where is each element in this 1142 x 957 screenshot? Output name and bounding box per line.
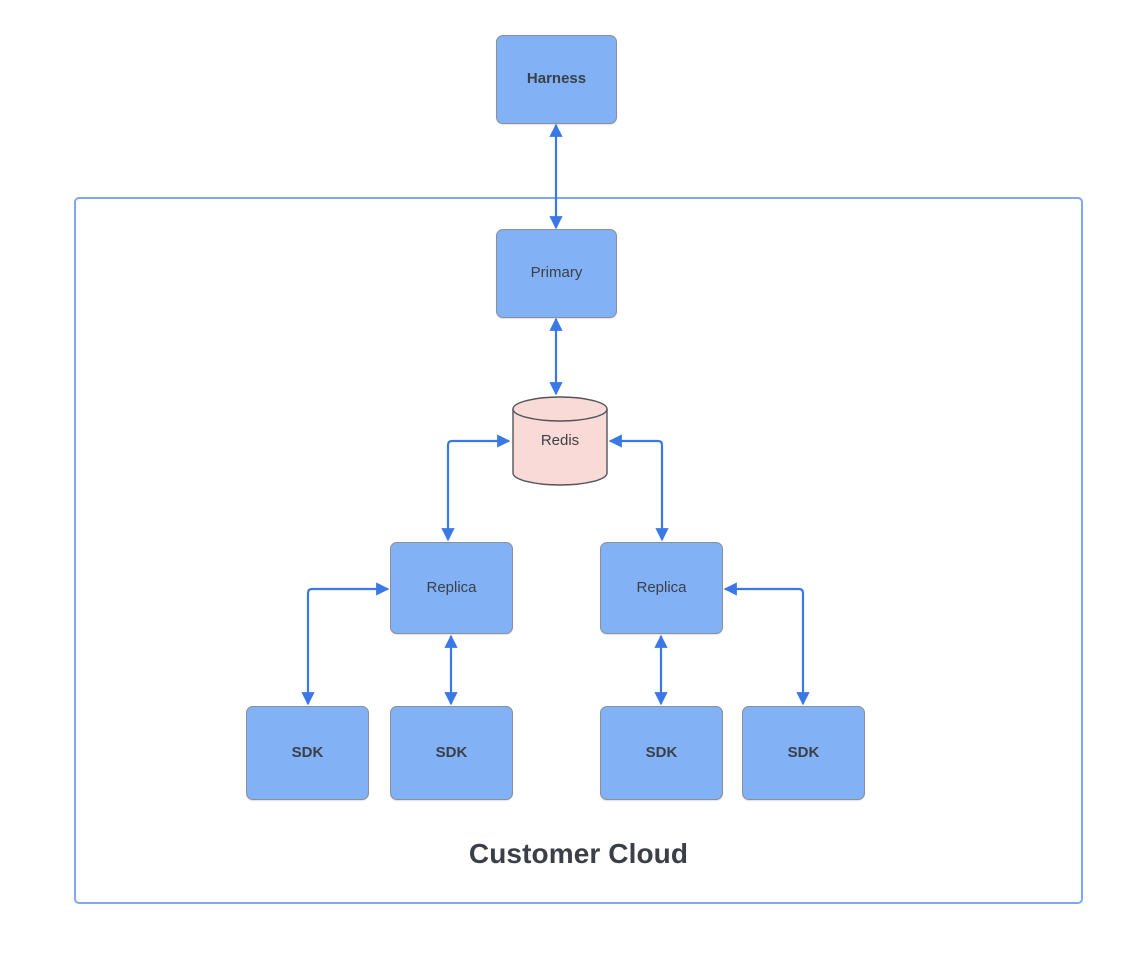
node-replica-right[interactable]: Replica — [600, 542, 723, 634]
customer-cloud-boundary[interactable] — [74, 197, 1083, 904]
node-replica-left[interactable]: Replica — [390, 542, 513, 634]
node-sdk-4[interactable]: SDK — [742, 706, 865, 800]
node-sdk-4-label: SDK — [787, 743, 820, 761]
node-primary[interactable]: Primary — [496, 229, 617, 318]
node-sdk-3-label: SDK — [645, 743, 678, 761]
customer-cloud-label: Customer Cloud — [468, 838, 689, 869]
node-sdk-1-label: SDK — [291, 743, 324, 761]
cylinder-shape-icon — [512, 396, 608, 486]
node-sdk-1[interactable]: SDK — [246, 706, 369, 800]
node-replica-left-label: Replica — [426, 578, 477, 596]
node-redis-label: Redis — [540, 431, 580, 449]
node-primary-label: Primary — [530, 264, 583, 282]
node-harness-label: Harness — [526, 70, 587, 88]
node-redis-datastore[interactable]: Redis — [512, 396, 608, 486]
node-harness[interactable]: Harness — [496, 35, 617, 124]
node-sdk-2-label: SDK — [435, 743, 468, 761]
node-sdk-3[interactable]: SDK — [600, 706, 723, 800]
node-sdk-2[interactable]: SDK — [390, 706, 513, 800]
node-replica-right-label: Replica — [636, 578, 687, 596]
